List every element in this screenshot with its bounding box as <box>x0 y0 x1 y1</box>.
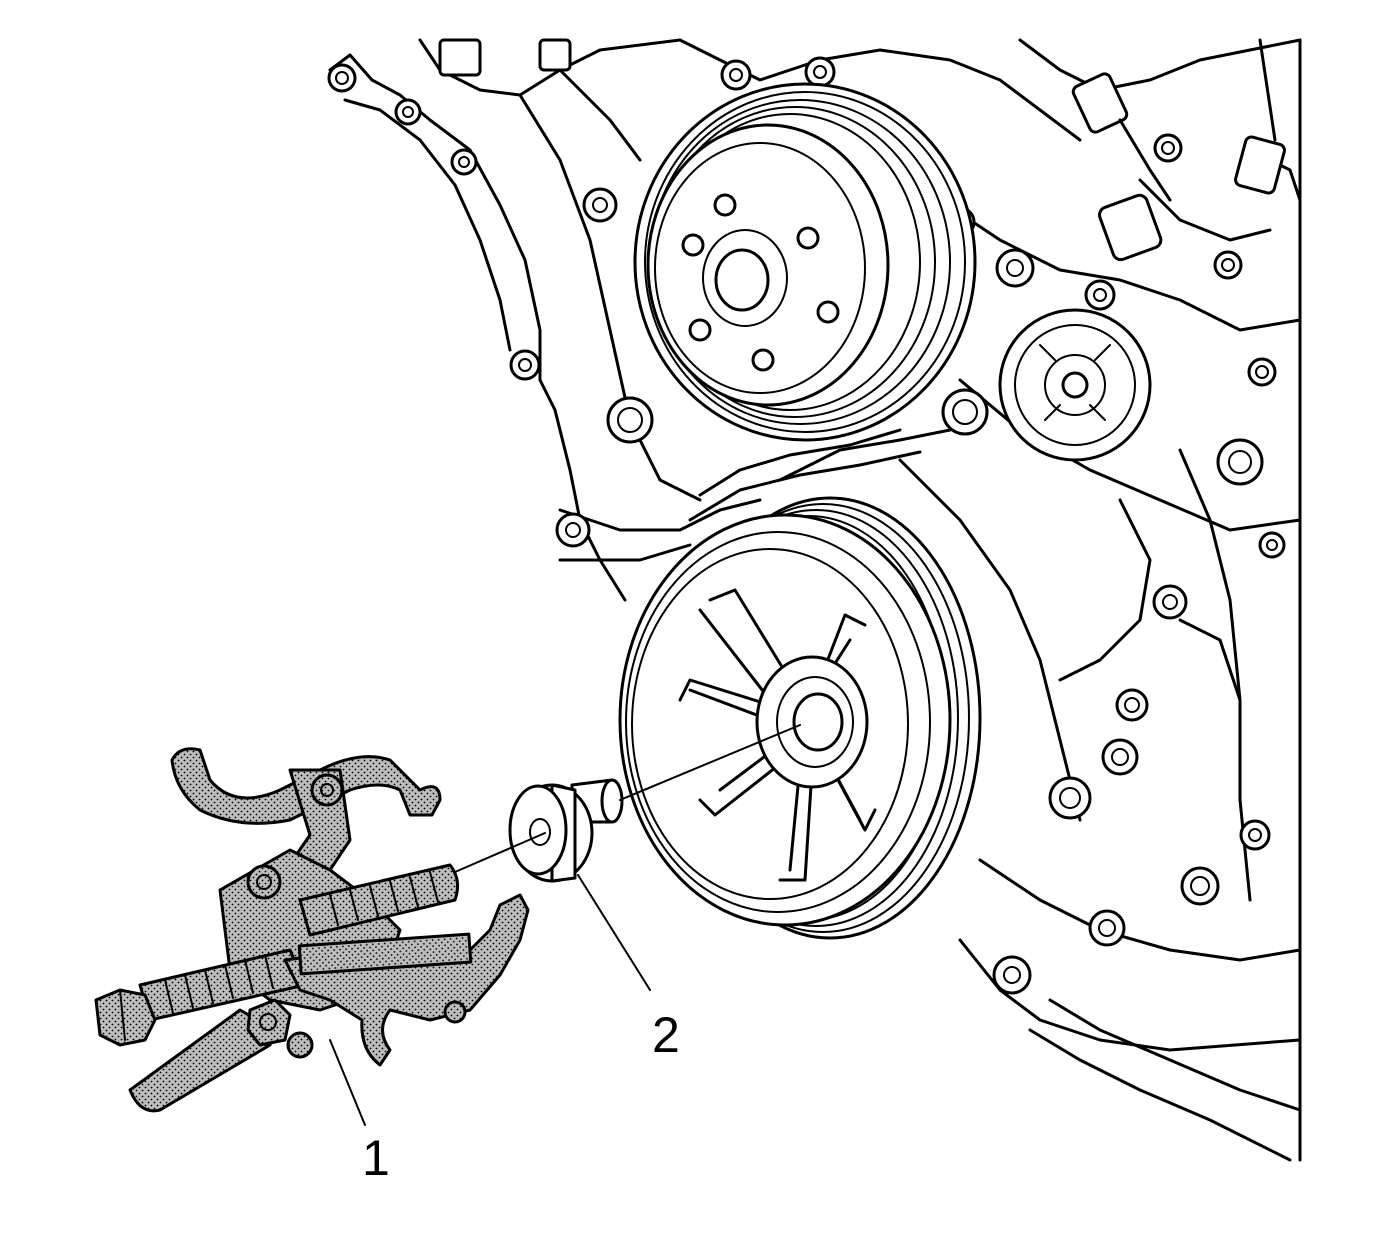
callout-label-2: 2 <box>652 1007 680 1063</box>
puller-tool <box>94 747 530 1113</box>
sensor-connectors <box>438 38 1286 262</box>
crankshaft-balancer <box>618 496 982 940</box>
callout-2: 2 <box>577 874 680 1063</box>
callout-1: 1 <box>329 1039 390 1186</box>
callout-label-1: 1 <box>362 1130 390 1186</box>
idler-pulley <box>998 308 1152 462</box>
adapter-tool <box>508 778 624 883</box>
drive-belt <box>688 428 922 522</box>
cover-bolts <box>327 56 1286 995</box>
upper-pulley <box>633 82 977 442</box>
alignment-line <box>454 724 801 873</box>
